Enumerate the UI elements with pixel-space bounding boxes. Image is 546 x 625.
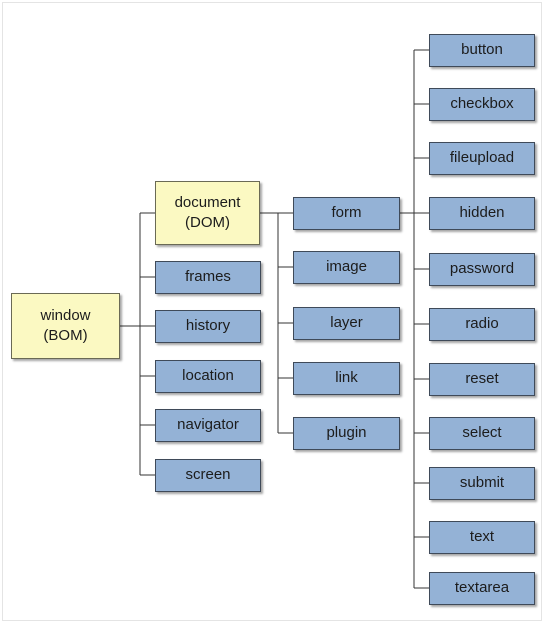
node-location: location	[155, 360, 261, 393]
node-textarea-label: textarea	[454, 579, 510, 597]
node-link-label: link	[335, 369, 358, 387]
node-fileupload-label: fileupload	[449, 149, 515, 167]
node-text: text	[429, 521, 535, 554]
node-link: link	[293, 362, 400, 395]
node-hidden-label: hidden	[459, 204, 505, 222]
node-button-label: button	[461, 41, 503, 59]
node-document: document (DOM)	[155, 181, 260, 245]
node-submit-label: submit	[459, 474, 505, 492]
node-radio-label: radio	[465, 315, 499, 333]
node-window: window (BOM)	[11, 293, 120, 359]
node-navigator: navigator	[155, 409, 261, 442]
node-image-label: image	[326, 258, 367, 276]
node-password-label: password	[449, 260, 515, 278]
node-reset-label: reset	[465, 370, 499, 388]
node-navigator-label: navigator	[177, 416, 239, 434]
node-fileupload: fileupload	[429, 142, 535, 175]
node-submit: submit	[429, 467, 535, 500]
node-select-label: select	[462, 424, 502, 442]
node-button: button	[429, 34, 535, 67]
node-form: form	[293, 197, 400, 230]
node-checkbox: checkbox	[429, 88, 535, 121]
node-document-label: document (DOM)	[174, 193, 241, 231]
node-frames: frames	[155, 261, 261, 294]
node-form-label: form	[331, 204, 362, 222]
node-reset: reset	[429, 363, 535, 396]
node-history-label: history	[185, 317, 231, 335]
node-history: history	[155, 310, 261, 343]
node-plugin: plugin	[293, 417, 400, 450]
node-screen: screen	[155, 459, 261, 492]
node-plugin-label: plugin	[326, 424, 367, 442]
node-checkbox-label: checkbox	[450, 95, 514, 113]
node-password: password	[429, 253, 535, 286]
node-location-label: location	[182, 367, 234, 385]
node-radio: radio	[429, 308, 535, 341]
node-select: select	[429, 417, 535, 450]
node-textarea: textarea	[429, 572, 535, 605]
node-layer-label: layer	[330, 314, 363, 332]
node-text-label: text	[469, 528, 495, 546]
diagram-frame	[2, 2, 542, 621]
node-window-label: window (BOM)	[40, 306, 91, 344]
node-hidden: hidden	[429, 197, 535, 230]
node-layer: layer	[293, 307, 400, 340]
node-frames-label: frames	[185, 268, 231, 286]
node-screen-label: screen	[185, 466, 231, 484]
node-image: image	[293, 251, 400, 284]
